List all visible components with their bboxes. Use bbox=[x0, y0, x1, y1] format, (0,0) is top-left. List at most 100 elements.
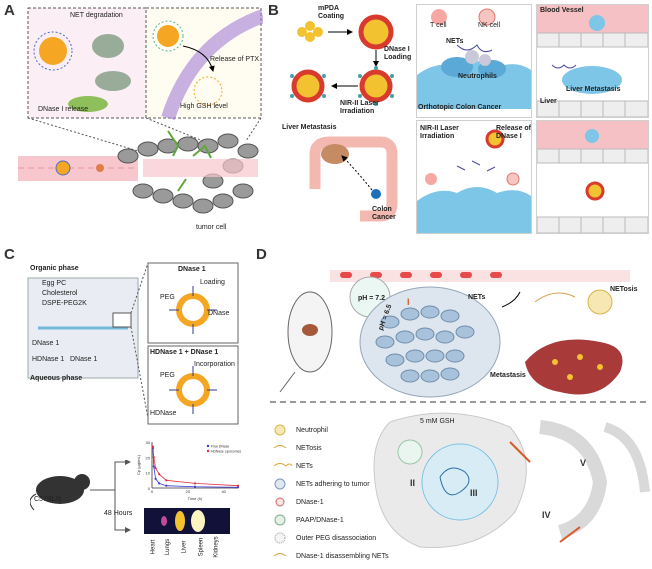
b-vessel-box bbox=[536, 4, 649, 118]
c-egg-pc: Egg PC bbox=[42, 280, 67, 287]
pk-x-tick: 0 bbox=[151, 489, 154, 494]
c-organic-phase: Organic phase bbox=[30, 265, 79, 272]
c-organ-heart: Heart bbox=[150, 539, 157, 555]
b-liver-metastasis-2: Liver Metastasis bbox=[566, 86, 621, 93]
b-release-box bbox=[416, 120, 532, 234]
b-coating: mPDA Coating bbox=[318, 5, 345, 20]
pk-point bbox=[193, 482, 197, 485]
c-box2-hdnase: HDNase bbox=[150, 410, 177, 417]
c-dnase1-label-b: DNase 1 bbox=[70, 356, 98, 363]
pk-legend-marker bbox=[206, 444, 210, 448]
b-orthotopic: Orthotopic Colon Cancer bbox=[418, 104, 502, 111]
c-box2-title: HDNase 1 + DNase 1 bbox=[150, 349, 219, 356]
b-vessel-box-2 bbox=[536, 120, 649, 234]
b-nets: NETs bbox=[446, 38, 464, 45]
pk-point bbox=[151, 445, 154, 448]
pk-point bbox=[158, 473, 161, 476]
b-release-svg bbox=[417, 129, 531, 233]
a-ptx-release: Release of PTX bbox=[210, 56, 260, 63]
panel-letter-a: A bbox=[4, 2, 15, 19]
b-loading: DNase I Loading bbox=[384, 46, 412, 61]
d-legend-paap: PAAP/DNase-1 bbox=[296, 517, 344, 524]
c-organ-lungs: Lungs bbox=[165, 538, 172, 556]
a-tumor-cell: tumor cell bbox=[196, 224, 227, 231]
panel-d-frame bbox=[270, 252, 650, 564]
panel-letter-d: D bbox=[256, 246, 267, 263]
pk-y-tick: 0 bbox=[148, 486, 151, 491]
pk-point bbox=[236, 484, 240, 487]
panel-c-illustration bbox=[27, 262, 239, 425]
pk-legend-marker bbox=[206, 449, 210, 453]
d-legend-dnase1: DNase-1 bbox=[296, 499, 324, 506]
pk-y-label: Cp (µg/mL) bbox=[136, 454, 141, 475]
c-hdnase1-label: HDNase 1 bbox=[32, 356, 65, 363]
d-nets: NETs bbox=[468, 294, 486, 301]
c-dnase1-label: DNase 1 bbox=[32, 340, 60, 347]
panel-b-left-illustration bbox=[290, 14, 398, 222]
c-cholesterol: Cholesterol bbox=[42, 290, 78, 297]
d-roman-i: I bbox=[407, 297, 410, 307]
pk-point bbox=[152, 456, 155, 459]
pk-point bbox=[152, 465, 155, 468]
pk-point bbox=[236, 486, 240, 489]
pk-x-tick: 20 bbox=[186, 489, 191, 494]
panel-a-illustration bbox=[18, 7, 263, 214]
c-aqueous-phase: Aqueous phase bbox=[30, 375, 83, 382]
c-mouse bbox=[30, 460, 131, 533]
a-gsh-level: High GSH level bbox=[180, 103, 228, 110]
pk-point bbox=[154, 466, 157, 470]
b-vessel-2-svg bbox=[536, 121, 649, 234]
b-laser: NIR-II Laser Irradiation bbox=[340, 100, 379, 115]
c-organ-liver: Liver bbox=[181, 540, 188, 554]
pk-point bbox=[158, 482, 161, 485]
d-metastasis: Metastasis bbox=[490, 372, 526, 379]
pk-point bbox=[165, 484, 168, 487]
a-dnase-release: DNase I release bbox=[38, 106, 89, 113]
pk-legend-label: HDNase Liposomes bbox=[211, 449, 241, 453]
pk-x-tick: 40 bbox=[221, 489, 226, 494]
d-legend-netosis: NETosis bbox=[296, 445, 322, 452]
c-48-hours: 48 Hours bbox=[104, 510, 133, 517]
b-colon-cancer: Colon Cancer bbox=[372, 206, 396, 221]
d-legend-neutrophil: Neutrophil bbox=[296, 427, 328, 434]
b-blood-vessel: Blood Vessel bbox=[540, 7, 584, 14]
c-imaging-strip bbox=[144, 508, 230, 534]
c-box1-loading: Loading bbox=[200, 279, 225, 286]
d-gsh: 5 mM GSH bbox=[420, 418, 455, 425]
b-laser-2: NIR-II Laser Irradiation bbox=[420, 125, 459, 140]
d-legend-disassembling: DNase-1 disassembling NETs bbox=[296, 553, 389, 560]
d-ph1: pH = 7.2 bbox=[358, 295, 386, 302]
d-legend-outer-peg: Outer PEG disassociation bbox=[296, 535, 377, 542]
d-roman-iv: IV bbox=[542, 510, 551, 520]
b-nk-cell: NK cell bbox=[478, 22, 501, 29]
b-orthotopic-box bbox=[416, 4, 532, 118]
c-organ-kidneys: Kidneys bbox=[213, 536, 220, 558]
c-box2-peg: PEG bbox=[160, 372, 175, 379]
pk-y-tick: 30 bbox=[146, 440, 151, 445]
c-organ-spleen: Spleen bbox=[198, 537, 205, 557]
pk-point bbox=[154, 477, 157, 480]
d-roman-v: V bbox=[580, 458, 587, 468]
b-liver: Liver bbox=[540, 98, 557, 105]
c-box1-dnase: DNase bbox=[208, 310, 230, 317]
pk-legend-label: Free DNase bbox=[211, 444, 229, 448]
b-orthotopic-svg bbox=[417, 8, 531, 109]
d-legend-nets: NETs bbox=[296, 463, 313, 470]
a-net-degradation: NET degradation bbox=[70, 12, 123, 19]
pk-point bbox=[193, 485, 197, 488]
pk-y-tick: 10 bbox=[146, 471, 151, 476]
d-legend-nets-adhering: NETs adhering to tumor bbox=[296, 481, 370, 488]
pk-x-label: Time (h) bbox=[188, 496, 203, 501]
b-vessel-svg bbox=[536, 5, 649, 118]
b-release-dnase: Release of DNase I bbox=[496, 125, 532, 140]
b-t-cell: T cell bbox=[430, 22, 447, 29]
d-netosis: NETosis bbox=[610, 286, 638, 293]
c-organ-labels: Heart Lungs Liver Spleen Kidneys bbox=[146, 536, 236, 566]
d-roman-iii: III bbox=[470, 488, 478, 498]
panel-letter-b: B bbox=[268, 2, 279, 19]
pk-series-line bbox=[152, 448, 239, 488]
pk-y-tick: 20 bbox=[146, 455, 151, 460]
d-roman-ii: II bbox=[410, 478, 416, 488]
pk-point bbox=[165, 479, 168, 482]
